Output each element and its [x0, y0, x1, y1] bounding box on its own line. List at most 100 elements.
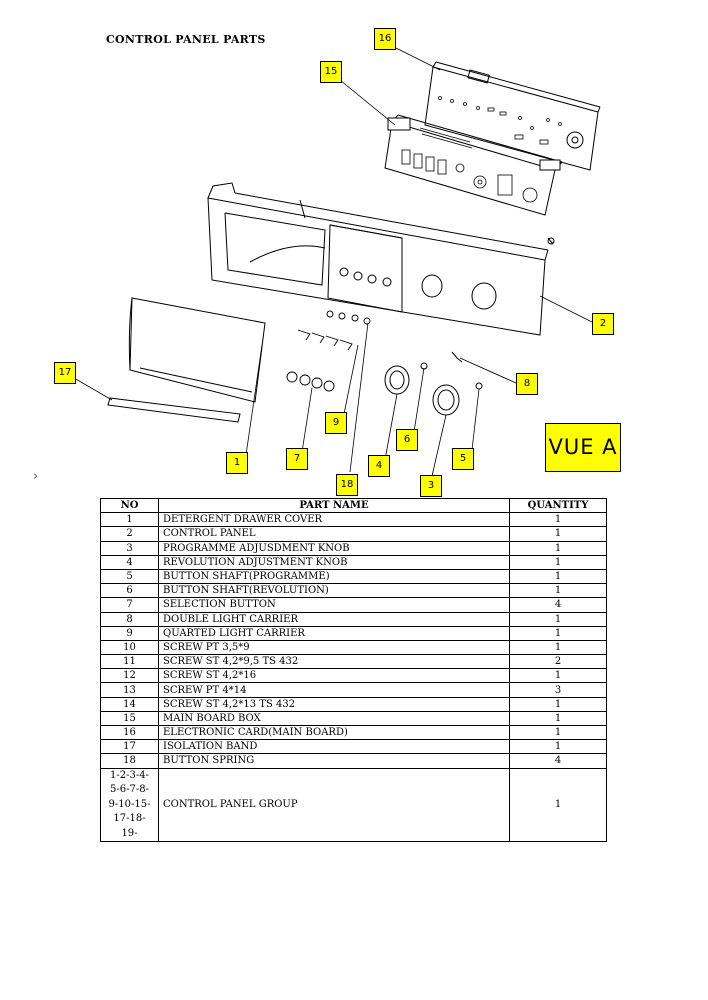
cell-part-name: PROGRAMME ADJUSDMENT KNOB: [158, 540, 510, 556]
cell-no: 9: [100, 625, 159, 641]
callout-6: 6: [396, 429, 418, 451]
callout-15: 15: [320, 61, 342, 83]
cell-no: 7: [100, 597, 159, 613]
callout-3: 3: [420, 475, 442, 497]
cell-quantity: 1: [509, 611, 607, 627]
header-part-name: PART NAME: [158, 497, 510, 514]
cell-quantity: 4: [509, 753, 607, 769]
cell-part-name: BUTTON SPRING: [158, 753, 510, 769]
cell-no: 12: [100, 668, 159, 684]
cell-part-name: ISOLATION BAND: [158, 739, 510, 755]
group-no-line: 5-6-7-8-: [110, 784, 149, 796]
cell-no: 1: [100, 512, 159, 528]
header-quantity: QUANTITY: [509, 497, 607, 514]
drawer-cover-drawing: [128, 297, 266, 403]
cell-group-name: CONTROL PANEL GROUP: [158, 767, 510, 843]
page-marker: ›: [33, 469, 39, 484]
header-no: NO: [100, 497, 159, 514]
cell-quantity: 1: [509, 668, 607, 684]
cell-quantity: 4: [509, 597, 607, 613]
callout-1: 1: [226, 452, 248, 474]
table-header-row: NO PART NAME QUANTITY: [100, 497, 607, 514]
callout-4: 4: [368, 455, 390, 477]
isolation-band-drawing: [107, 397, 241, 423]
cell-part-name: DETERGENT DRAWER COVER: [158, 512, 510, 528]
light-carriers-drawing: [286, 310, 371, 392]
cell-quantity: 3: [509, 682, 607, 698]
cell-part-name: SCREW PT 4*14: [158, 682, 510, 698]
cell-no: 8: [100, 611, 159, 627]
cell-no: 14: [100, 696, 159, 712]
cell-no: 17: [100, 739, 159, 755]
cell-part-name: SCREW ST 4,2*16: [158, 668, 510, 684]
cell-no: 18: [100, 753, 159, 769]
cell-part-name: QUARTED LIGHT CARRIER: [158, 625, 510, 641]
cell-part-name: SELECTION BUTTON: [158, 597, 510, 613]
cell-part-name: BUTTON SHAFT(PROGRAMME): [158, 568, 510, 585]
cell-no: 11: [100, 654, 159, 670]
view-label: VUE A: [545, 423, 621, 472]
cell-no: 10: [100, 639, 159, 656]
callout-8: 8: [516, 373, 538, 395]
group-no-line: 19-: [121, 827, 138, 839]
cell-quantity: 1: [509, 625, 607, 641]
cell-part-name: SCREW ST 4,2*9,5 TS 432: [158, 654, 510, 670]
cell-no: 16: [100, 724, 159, 741]
cell-no: 6: [100, 583, 159, 599]
callout-16: 16: [374, 28, 396, 50]
group-no-line: 9-10-15-: [108, 798, 151, 810]
callout-18: 18: [336, 474, 358, 496]
callout-17: 17: [54, 362, 76, 384]
cell-no: 13: [100, 682, 159, 698]
cell-quantity: 1: [509, 710, 607, 727]
callout-5: 5: [452, 448, 474, 470]
page-title: CONTROL PANEL PARTS: [106, 33, 266, 46]
cell-quantity: 1: [509, 739, 607, 755]
cell-no: 15: [100, 710, 159, 727]
group-no-line: 17-18-: [113, 813, 146, 825]
exploded-view-diagram: [73, 47, 601, 477]
cell-quantity: 1: [509, 639, 607, 656]
cell-no: 3: [100, 540, 159, 556]
cell-quantity: 1: [509, 568, 607, 585]
cell-quantity: 1: [509, 583, 607, 599]
callout-2: 2: [592, 313, 614, 335]
cell-no: 4: [100, 554, 159, 570]
cell-part-name: SCREW ST 4,2*13 TS 432: [158, 696, 510, 712]
cell-quantity: 1: [509, 696, 607, 712]
cell-group-no: 1-2-3-4- 5-6-7-8- 9-10-15- 17-18- 19-: [100, 767, 159, 843]
cell-quantity: 1: [509, 724, 607, 741]
electronic-card-drawing: [424, 61, 601, 171]
callout-7: 7: [286, 448, 308, 470]
cell-part-name: REVOLUTION ADJUSTMENT KNOB: [158, 554, 510, 570]
cell-no: 5: [100, 568, 159, 585]
cell-part-name: MAIN BOARD BOX: [158, 710, 510, 727]
cell-quantity: 1: [509, 554, 607, 570]
cell-part-name: ELECTRONIC CARD(MAIN BOARD): [158, 724, 510, 741]
leader-lines: [73, 47, 593, 477]
group-no-line: 1-2-3-4-: [110, 769, 149, 781]
cell-quantity: 1: [509, 526, 607, 542]
control-panel-drawing: [207, 182, 555, 336]
main-board-box-drawing: [384, 114, 563, 216]
cell-quantity: 1: [509, 512, 607, 528]
